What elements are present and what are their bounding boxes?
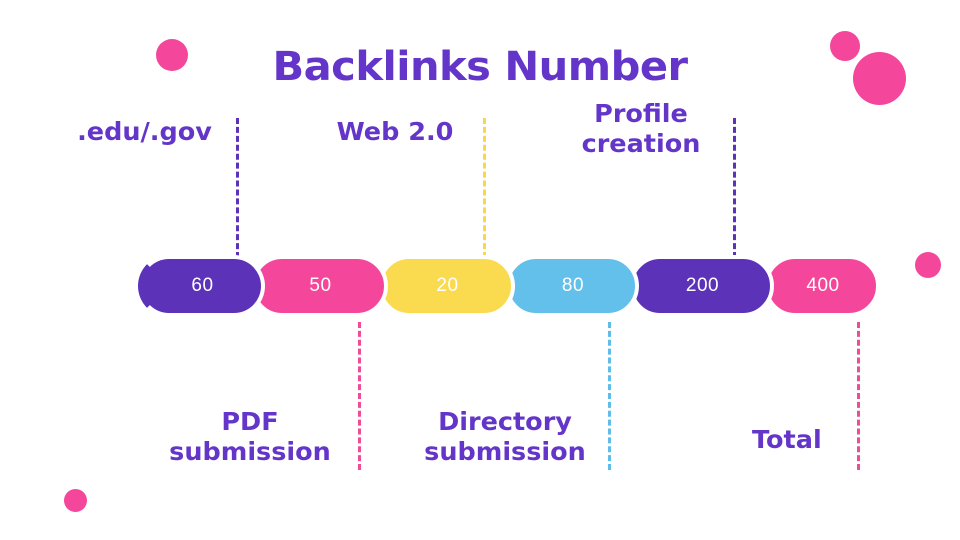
decorative-circle-right-middle bbox=[915, 252, 941, 278]
label-pdf-submission: PDF submission bbox=[169, 407, 331, 466]
label-total: Total bbox=[752, 425, 822, 454]
decorative-circle-bottom-left bbox=[64, 489, 87, 512]
decorative-circle-top-left bbox=[156, 39, 188, 71]
label-edu-gov: .edu/.gov bbox=[77, 117, 212, 146]
bar-segment-total[interactable]: 400 bbox=[764, 255, 880, 317]
label-web20: Web 2.0 bbox=[336, 117, 454, 146]
bar-segment-web20[interactable]: 20 bbox=[378, 255, 515, 317]
bar-segment-profile-creation[interactable]: 200 bbox=[629, 255, 774, 317]
connector-line-profile-creation bbox=[733, 118, 736, 258]
connector-line-directory-submission bbox=[608, 322, 611, 470]
bar-segment-value-pdf-submission: 50 bbox=[309, 275, 332, 296]
stacked-bar: 400 200 80 20 50 60 bbox=[138, 255, 880, 317]
bar-segment-value-total: 400 bbox=[806, 275, 840, 296]
connector-line-total bbox=[857, 322, 860, 470]
chart-title: Backlinks Number bbox=[272, 44, 688, 90]
label-directory-submission: Directory submission bbox=[424, 407, 586, 466]
label-profile-creation: Profile creation bbox=[581, 99, 701, 158]
bar-segment-directory-submission[interactable]: 80 bbox=[505, 255, 639, 317]
bar-segment-edu-gov[interactable]: 60 bbox=[138, 255, 265, 317]
connector-line-pdf-submission bbox=[358, 322, 361, 470]
decorative-circle-top-right-small bbox=[830, 31, 860, 61]
bar-segment-value-edu-gov: 60 bbox=[191, 275, 214, 296]
bar-segment-value-web20: 20 bbox=[436, 275, 459, 296]
bar-segment-pdf-submission[interactable]: 50 bbox=[251, 255, 388, 317]
connector-line-edu-gov bbox=[236, 118, 239, 258]
bar-segment-value-directory-submission: 80 bbox=[561, 275, 585, 296]
bar-segment-value-profile-creation: 200 bbox=[685, 275, 720, 296]
decorative-circle-top-right-large bbox=[853, 52, 906, 105]
connector-line-web20 bbox=[483, 118, 486, 258]
